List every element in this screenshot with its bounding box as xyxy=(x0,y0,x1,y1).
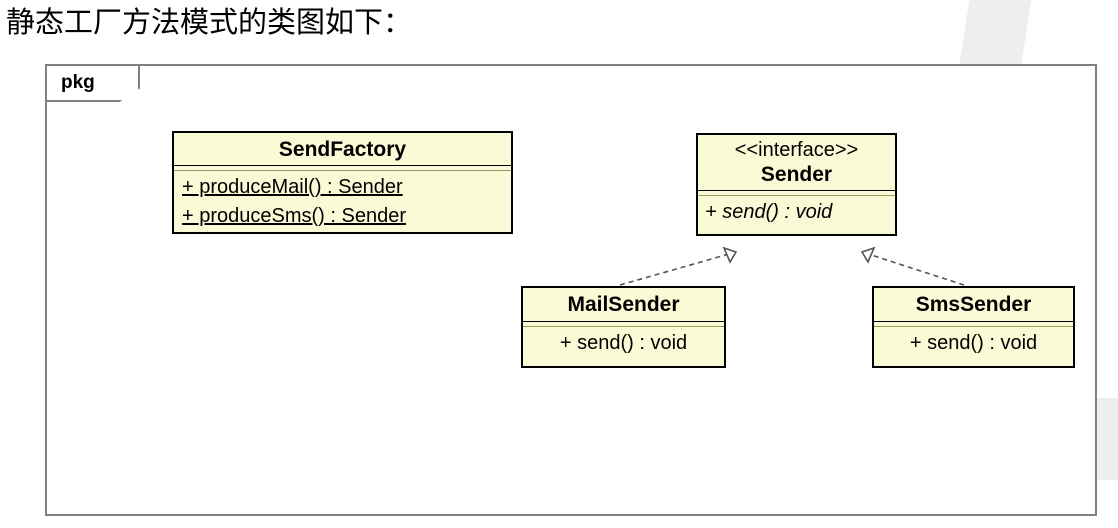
class-header-sender: <<interface>> Sender xyxy=(698,135,895,190)
package-frame-tab xyxy=(47,66,140,102)
class-members-sender: + send() : void xyxy=(698,196,895,229)
package-frame-label: pkg xyxy=(61,72,95,93)
class-name-mailsender: MailSender xyxy=(567,293,680,316)
class-stereotype-sender: <<interface>> xyxy=(734,139,859,161)
uml-class-sendfactory[interactable]: SendFactory + produceMail() : Sender + p… xyxy=(172,131,513,234)
uml-class-smssender[interactable]: SmsSender + send() : void xyxy=(872,286,1075,368)
member-row: + produceSms() : Sender xyxy=(182,205,406,227)
class-members-mailsender: + send() : void xyxy=(523,327,724,360)
class-name-smssender: SmsSender xyxy=(915,293,1032,316)
compartment-separator xyxy=(874,321,1073,327)
class-header-sendfactory: SendFactory xyxy=(174,133,511,165)
compartment-separator xyxy=(523,321,724,327)
class-members-smssender: + send() : void xyxy=(874,327,1073,360)
class-header-mailsender: MailSender xyxy=(523,288,724,321)
member-row: + send() : void xyxy=(909,332,1038,354)
page-title: 静态工厂方法模式的类图如下： xyxy=(6,7,413,39)
member-row: + send() : void xyxy=(705,201,833,223)
class-name-sender: Sender xyxy=(760,163,833,186)
decorative-slant-top xyxy=(959,0,1033,64)
uml-class-mailsender[interactable]: MailSender + send() : void xyxy=(521,286,726,368)
uml-class-sender[interactable]: <<interface>> Sender + send() : void xyxy=(696,133,897,236)
class-name-sendfactory: SendFactory xyxy=(278,138,407,161)
compartment-separator xyxy=(174,165,511,171)
member-row: + send() : void xyxy=(559,332,688,354)
member-row: + produceMail() : Sender xyxy=(182,176,403,198)
compartment-separator xyxy=(698,190,895,196)
class-header-smssender: SmsSender xyxy=(874,288,1073,321)
class-members-sendfactory: + produceMail() : Sender + produceSms() … xyxy=(174,171,511,233)
